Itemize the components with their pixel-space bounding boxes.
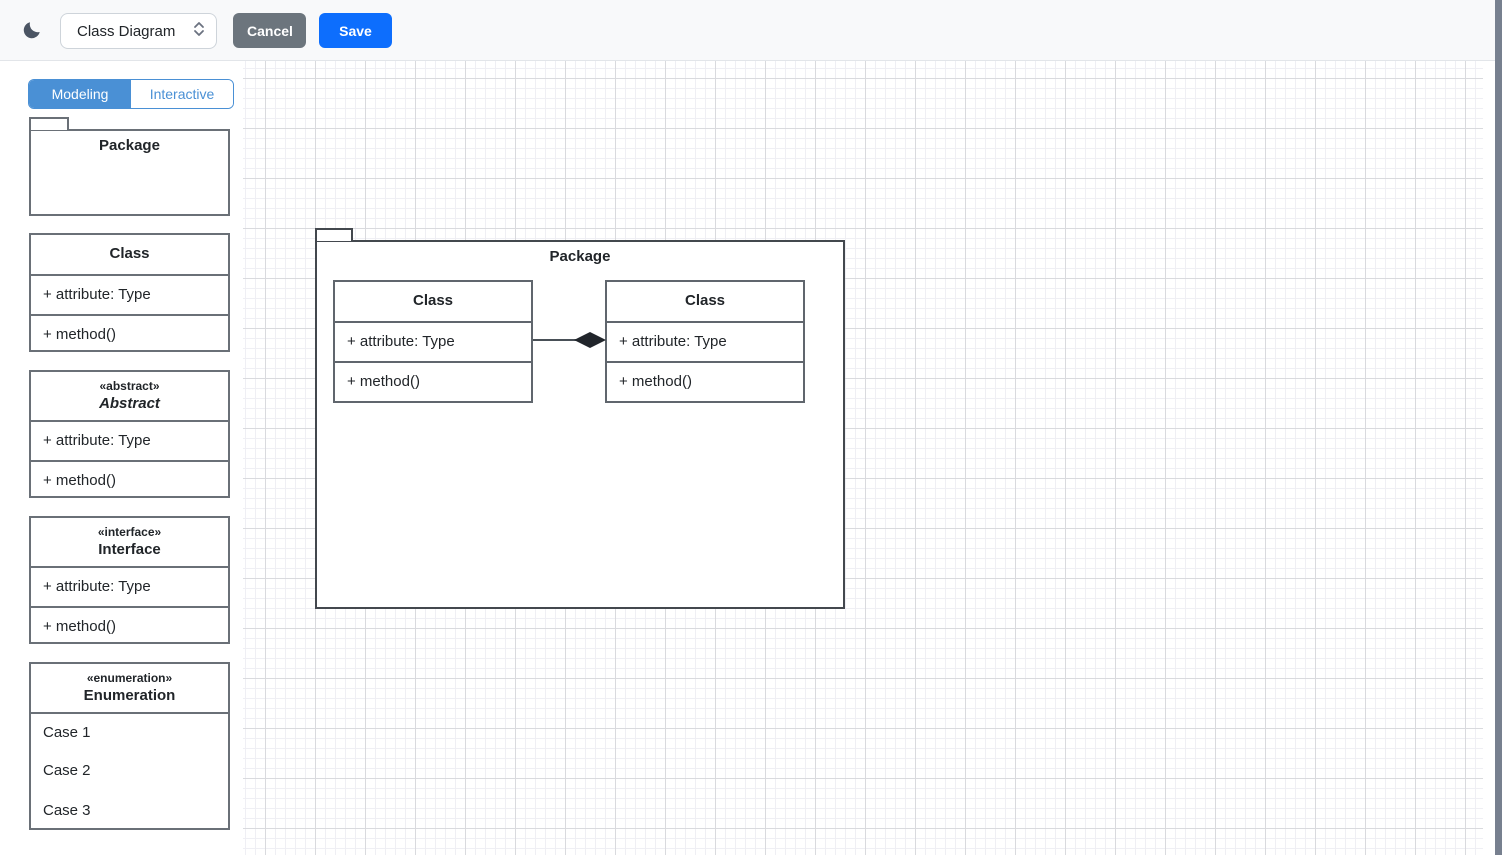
chevron-up-down-icon <box>192 19 206 43</box>
palette-class[interactable]: Class + attribute: Type + method() <box>29 233 230 352</box>
save-button[interactable]: Save <box>319 13 392 48</box>
association-line[interactable] <box>533 339 577 341</box>
diagram-type-select[interactable]: Class Diagram <box>60 13 217 49</box>
class-method-row: + method() <box>335 361 531 401</box>
class-method-row: + method() <box>607 361 803 401</box>
palette-abstract-stereotype: «abstract» <box>99 379 160 393</box>
palette-package-tab <box>29 117 69 130</box>
palette-enumeration-case: Case 2 <box>43 762 91 779</box>
tab-interactive[interactable]: Interactive <box>131 80 233 108</box>
class-title: Class <box>412 292 454 309</box>
toolbar: Class Diagram Cancel Save <box>0 0 1502 61</box>
palette-abstract-method: + method() <box>31 460 228 500</box>
palette-class-method: + method() <box>31 314 228 354</box>
palette-abstract-attribute: + attribute: Type <box>31 420 228 460</box>
moon-icon <box>21 21 43 44</box>
class-attribute-row: + attribute: Type <box>607 321 803 361</box>
class-attribute-row: + attribute: Type <box>335 321 531 361</box>
palette-interface-stereotype: «interface» <box>97 525 162 539</box>
diagram-type-value: Class Diagram <box>77 22 176 40</box>
palette-interface-method: + method() <box>31 606 228 646</box>
palette-enumeration-case: Case 3 <box>43 802 91 819</box>
palette-enumeration-stereotype: «enumeration» <box>86 671 173 685</box>
dark-mode-toggle[interactable] <box>18 17 46 45</box>
composition-diamond-icon <box>574 332 606 353</box>
canvas-class-node-left[interactable]: Class + attribute: Type + method() <box>333 280 533 403</box>
palette-interface[interactable]: «interface» Interface + attribute: Type … <box>29 516 230 644</box>
canvas-package-title: Package <box>549 248 611 265</box>
palette-class-title: Class <box>109 245 150 262</box>
palette-enumeration[interactable]: «enumeration» Enumeration Case 1 Case 2 … <box>29 662 230 830</box>
palette-package[interactable]: Package <box>29 129 230 216</box>
class-title: Class <box>684 292 726 309</box>
palette-package-title: Package <box>99 137 160 154</box>
palette-enumeration-title: Enumeration <box>83 687 176 704</box>
palette-interface-attribute: + attribute: Type <box>31 566 228 606</box>
palette-abstract[interactable]: «abstract» Abstract + attribute: Type + … <box>29 370 230 498</box>
canvas-package-tab <box>315 228 353 241</box>
canvas-class-node-right[interactable]: Class + attribute: Type + method() <box>605 280 805 403</box>
sidebar-tabs: Modeling Interactive <box>28 79 234 109</box>
palette-abstract-title: Abstract <box>99 395 160 412</box>
diagram-canvas[interactable]: Package Class + attribute: Type + method… <box>243 61 1483 855</box>
cancel-button[interactable]: Cancel <box>233 13 306 48</box>
vertical-scrollbar[interactable] <box>1495 0 1502 855</box>
palette-class-attribute: + attribute: Type <box>31 274 228 314</box>
palette-interface-title: Interface <box>98 541 161 558</box>
tab-modeling[interactable]: Modeling <box>29 80 131 108</box>
palette-enumeration-case: Case 1 <box>31 712 228 752</box>
